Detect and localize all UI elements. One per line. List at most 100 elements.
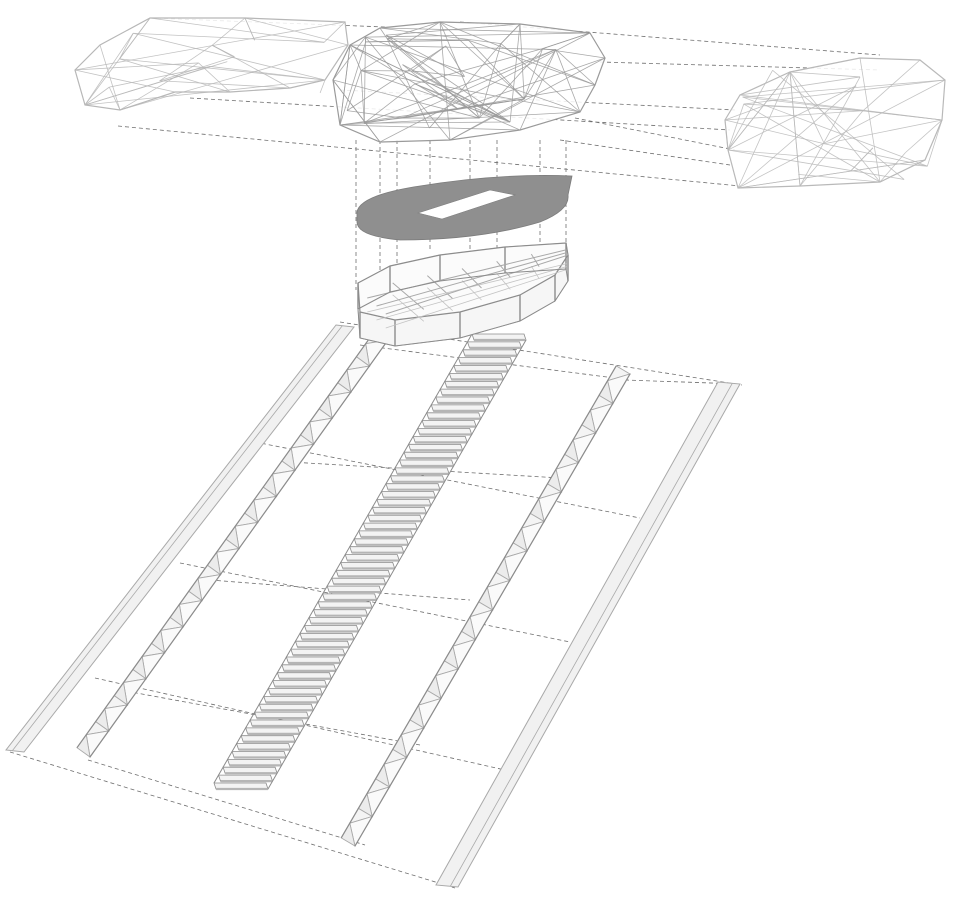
wire-edge — [402, 49, 556, 119]
wire-edge — [500, 23, 521, 44]
wire-edge — [429, 43, 502, 129]
wire-edge — [478, 48, 543, 119]
right-pod-wireframe — [724, 57, 946, 189]
central-pod-wireframe-outline — [332, 21, 606, 143]
stair-stringer — [213, 333, 473, 784]
wire-edge — [727, 149, 905, 180]
wire-edge — [211, 44, 235, 58]
wire-edge — [411, 70, 465, 77]
left-truss-beam — [76, 330, 390, 759]
wire-edge — [743, 79, 946, 105]
projection-line — [624, 379, 741, 385]
wire-edge — [387, 21, 441, 40]
wire-edge — [364, 49, 556, 124]
wire-edge — [346, 70, 362, 111]
wire-edge — [119, 58, 231, 93]
projection-line — [254, 441, 641, 519]
right-truss-beam — [340, 365, 632, 848]
wire-edge — [339, 98, 525, 126]
left-outer-wall-panel — [5, 324, 355, 753]
wire-edge — [211, 44, 291, 89]
wire-edge — [879, 152, 906, 183]
wire-edge — [439, 21, 480, 119]
wire-edge — [414, 48, 543, 85]
wire-edge — [542, 32, 591, 50]
wire-edge — [109, 66, 211, 88]
wire-edge — [737, 71, 791, 189]
wire-edge — [74, 69, 176, 93]
projection-line — [87, 759, 366, 846]
frame-beam — [376, 252, 568, 307]
wire-edge — [737, 79, 946, 189]
wire-edge — [439, 21, 521, 25]
left-pod-wireframe — [74, 17, 349, 111]
wire-edge — [349, 44, 459, 110]
wire-edge — [133, 32, 325, 43]
wire-edge — [360, 21, 441, 71]
wire-edge — [457, 57, 606, 110]
wire-edge — [387, 38, 469, 41]
wire-edge — [119, 62, 199, 111]
wire-edge — [84, 86, 110, 106]
wire-edge — [211, 17, 246, 46]
right-truss-beam-chord — [340, 365, 617, 839]
projection-line — [119, 689, 421, 746]
wire-edge — [119, 58, 326, 81]
wire-edge — [727, 70, 773, 151]
wire-edge — [742, 79, 946, 98]
frame-beam — [392, 282, 425, 310]
projection-line — [209, 579, 471, 601]
wire-edge — [449, 57, 606, 141]
wire-edge — [478, 43, 502, 119]
wire-edge — [799, 76, 861, 187]
left-truss-beam-chord — [76, 330, 376, 749]
frame-beam — [461, 280, 482, 301]
wire-edge — [402, 64, 459, 110]
wire-edge — [84, 17, 151, 106]
wire-edge — [385, 34, 465, 77]
wire-edge — [365, 39, 469, 43]
wire-edge — [84, 79, 326, 106]
wire-edge — [349, 44, 556, 50]
wire-edge — [379, 27, 591, 34]
wire-edge — [364, 121, 511, 124]
wire-edge — [439, 21, 596, 86]
truss-beams — [76, 330, 632, 848]
wire-edge — [84, 33, 134, 106]
projection-line — [574, 117, 736, 151]
wire-edge — [360, 70, 365, 124]
wire-edge — [500, 43, 581, 113]
wire-edge — [386, 38, 511, 123]
wire-edge — [523, 49, 557, 100]
wire-edge — [523, 48, 544, 100]
frame-beam — [392, 294, 425, 322]
wire-edge — [742, 96, 943, 121]
right-outer-wall-panel — [435, 381, 741, 888]
wire-edge — [74, 62, 199, 71]
wire-edge — [439, 21, 451, 141]
frame-beam — [496, 273, 511, 290]
frame-beam — [385, 254, 568, 315]
right-outer-wall-panel-edge — [449, 383, 733, 887]
frame-beam — [426, 275, 454, 300]
frame-bottom — [357, 268, 569, 347]
frame-structure — [357, 242, 569, 347]
wire-edge — [332, 79, 480, 119]
wire-edge — [346, 45, 447, 111]
wire-edge — [364, 83, 416, 124]
wire-edge — [339, 124, 521, 131]
wire-edge — [360, 70, 511, 123]
wire-edge — [323, 21, 346, 43]
wire-edge — [926, 119, 943, 167]
wire-edge — [555, 49, 581, 113]
wire-edge — [555, 49, 596, 86]
wire-edge — [859, 57, 881, 183]
wire-edge — [727, 85, 857, 151]
wire-edge — [763, 105, 863, 112]
wire-edge — [133, 32, 326, 81]
wire-edge — [84, 61, 228, 106]
wireframe-pods — [74, 17, 946, 189]
wire-edge — [414, 83, 511, 123]
central-pod-wireframe — [332, 21, 606, 143]
